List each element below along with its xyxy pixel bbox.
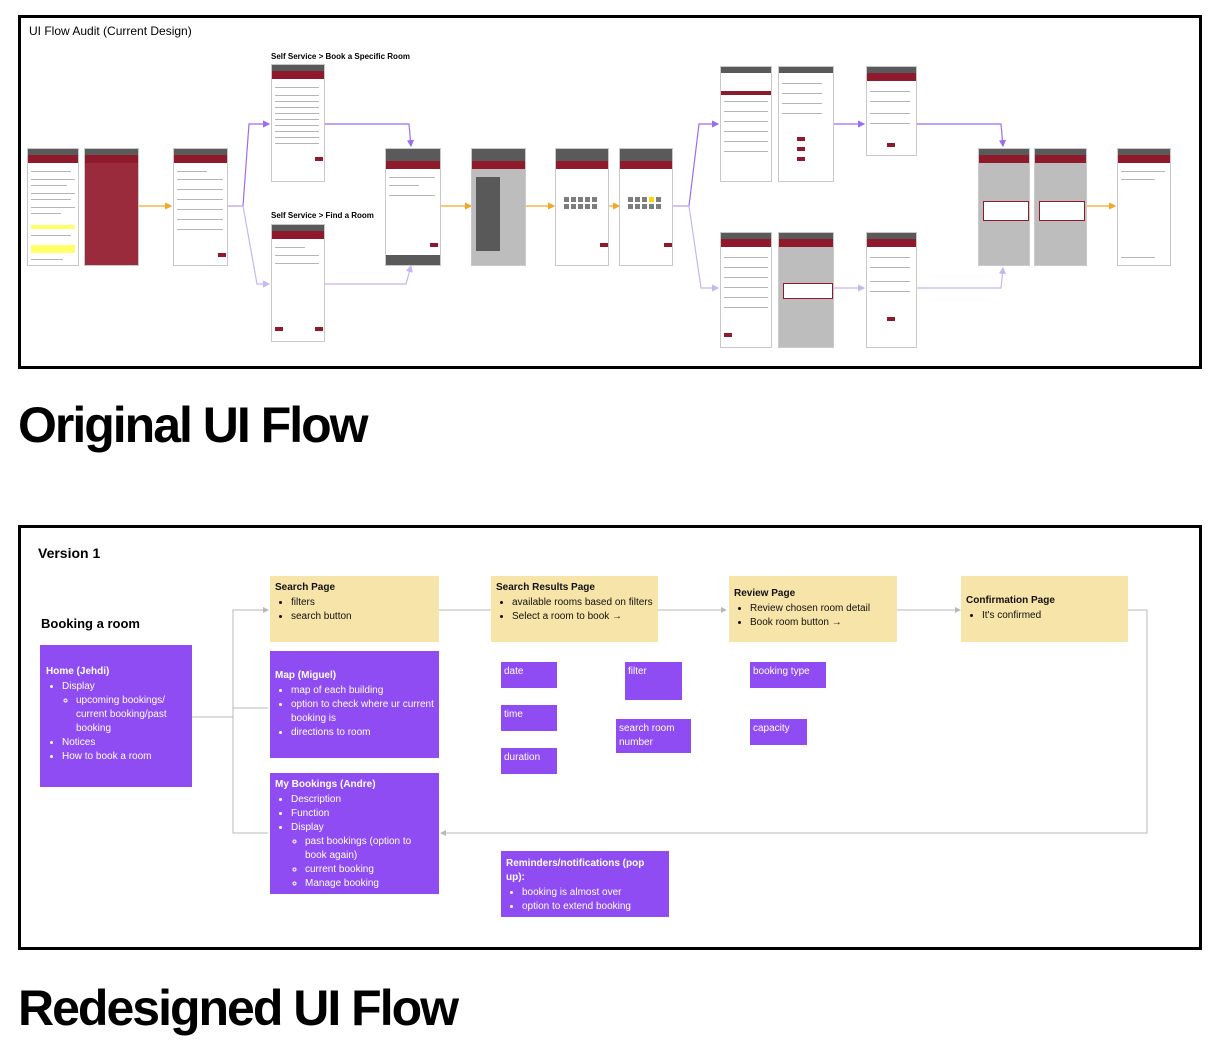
redesigned-flow-heading: Redesigned UI Flow <box>18 980 459 1036</box>
screen-thumbnail-confirm-dialog-2 <box>1034 148 1087 266</box>
original-frame-title: UI Flow Audit (Current Design) <box>29 24 192 38</box>
screen-thumbnail-review <box>866 66 917 156</box>
my-bookings-title: My Bookings (Andre) <box>275 779 376 790</box>
search-page-title: Search Page <box>275 582 336 593</box>
home-how-to-item: How to book a room <box>62 750 187 764</box>
reminders-item: booking is almost over <box>522 886 664 900</box>
search-results-item: Select a room to book → <box>512 610 653 624</box>
screen-thumbnail-room-form <box>385 148 441 266</box>
screen-thumbnail-calendar-selected <box>619 148 673 266</box>
search-page-node: Search Page filters search button <box>270 576 439 642</box>
screen-thumbnail-confirm-dialog <box>978 148 1030 266</box>
map-item: map of each building <box>291 684 434 698</box>
review-page-node: Review Page Review chosen room detail Bo… <box>729 576 897 642</box>
reminders-node: Reminders/notifications (pop up): bookin… <box>501 851 669 917</box>
my-bookings-display-sub-item: Manage booking <box>305 877 434 891</box>
screen-thumbnail-self-service <box>173 148 228 266</box>
filter-tag-filter: filter <box>625 662 682 700</box>
my-bookings-display-item: Display past bookings (option to book ag… <box>291 821 434 891</box>
home-display-sub-item: upcoming bookings/ current booking/past … <box>76 694 187 736</box>
original-flow-connectors <box>139 120 1117 292</box>
my-bookings-function-item: Function <box>291 807 434 821</box>
branch-label-book-specific-room: Self Service > Book a Specific Room <box>271 52 410 61</box>
search-page-item: search button <box>291 610 434 624</box>
home-node-title: Home (Jehdi) <box>46 666 110 677</box>
review-page-item: Review chosen room detail <box>750 602 892 616</box>
my-bookings-display-sub-item: past bookings (option to book again) <box>305 835 434 863</box>
filter-tag-duration: duration <box>501 748 557 774</box>
my-bookings-node: My Bookings (Andre) Description Function… <box>270 773 439 894</box>
redesigned-frame-title: Version 1 <box>38 545 101 561</box>
redesigned-flow-frame: Version 1 Booking a room Home (Jehdi) Di… <box>18 525 1202 950</box>
filter-tag-time: time <box>501 705 557 731</box>
screen-thumbnail-calendar <box>555 148 609 266</box>
review-page-title: Review Page <box>734 588 796 599</box>
map-node-title: Map (Miguel) <box>275 670 337 681</box>
filter-tag-capacity: capacity <box>750 719 807 745</box>
home-display-item: Display upcoming bookings/ current booki… <box>62 680 187 736</box>
filter-tag-booking-type: booking type <box>750 662 826 688</box>
search-results-node: Search Results Page available rooms base… <box>491 576 658 642</box>
my-bookings-description-item: Description <box>291 793 434 807</box>
confirmation-page-item: It's confirmed <box>982 609 1123 623</box>
screen-thumbnail-results-times <box>778 66 834 182</box>
screen-thumbnail-find-results <box>720 232 772 348</box>
screen-thumbnail-landing <box>27 148 79 266</box>
filter-tag-search-room-number: search room number <box>616 719 691 753</box>
original-flow-frame: UI Flow Audit (Current Design) Self Serv… <box>18 15 1202 369</box>
reminders-title: Reminders/notifications (pop up): <box>506 858 645 883</box>
original-flow-heading: Original UI Flow <box>18 397 369 453</box>
screen-thumbnail-menu <box>84 148 139 266</box>
home-node: Home (Jehdi) Display upcoming bookings/ … <box>40 645 192 787</box>
confirmation-page-node: Confirmation Page It's confirmed <box>961 576 1128 642</box>
redesigned-flow-connectors <box>192 607 1148 836</box>
screen-thumbnail-confirmation <box>1117 148 1171 266</box>
review-page-item: Book room button → <box>750 616 892 630</box>
screen-thumbnail-find-review <box>866 232 917 348</box>
search-page-item: filters <box>291 596 434 610</box>
map-node: Map (Miguel) map of each building option… <box>270 651 439 758</box>
my-bookings-display-sub-item: current booking <box>305 863 434 877</box>
search-results-title: Search Results Page <box>496 582 595 593</box>
screen-thumbnail-results-list <box>720 66 772 182</box>
screen-thumbnail-find-results-popup <box>778 232 834 348</box>
screen-thumbnail-find-room <box>271 224 325 342</box>
map-item: directions to room <box>291 726 434 740</box>
search-results-item: available rooms based on filters <box>512 596 653 610</box>
home-notices-item: Notices <box>62 736 187 750</box>
screen-thumbnail-book-specific-room <box>271 64 325 182</box>
screen-thumbnail-dropdown <box>471 148 526 266</box>
filter-tag-date: date <box>501 662 557 688</box>
branch-label-find-room: Self Service > Find a Room <box>271 211 374 220</box>
map-item: option to check where ur current booking… <box>291 698 434 726</box>
reminders-item: option to extend booking <box>522 900 664 914</box>
confirmation-page-title: Confirmation Page <box>966 595 1055 606</box>
booking-a-room-title: Booking a room <box>41 616 140 631</box>
